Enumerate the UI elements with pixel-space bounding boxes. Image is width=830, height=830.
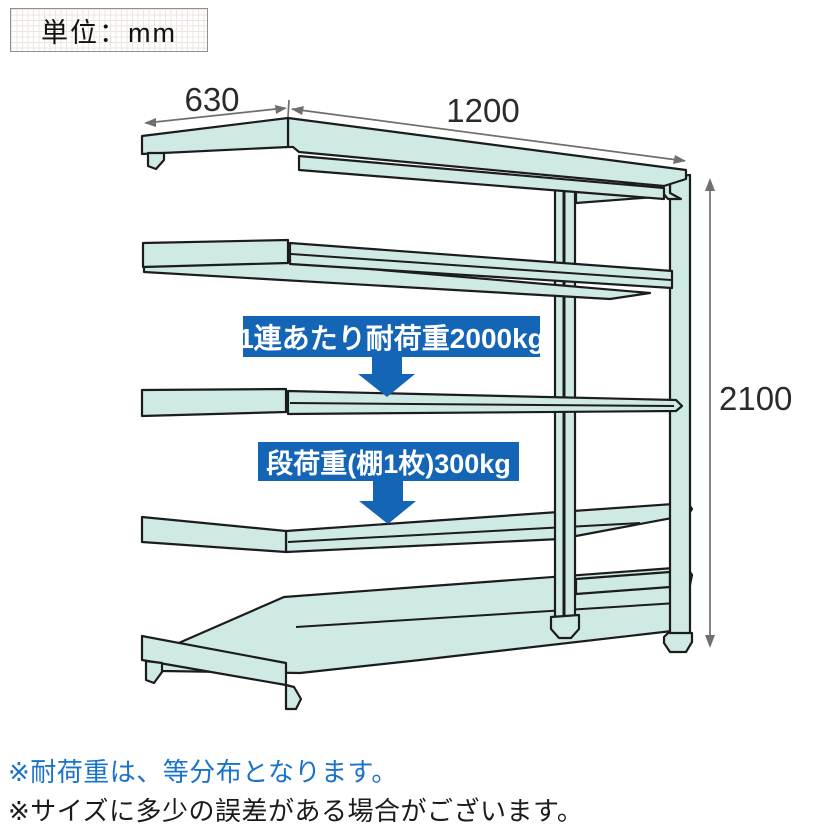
shelf-5-beam [140, 634, 303, 711]
shelf-5-hook-left [144, 659, 164, 685]
dimension-depth: 630 [144, 81, 290, 127]
bay-load-arrow-icon [358, 356, 415, 397]
front-post-foot [549, 613, 581, 640]
width-value: 1200 [446, 92, 519, 129]
dimension-width: 1200 [291, 92, 686, 164]
shelf-1-hook [146, 151, 166, 171]
depth-value: 630 [184, 81, 239, 118]
shelf-3 [140, 387, 684, 418]
footnote-size-tolerance: ※サイズに多少の誤差がある場合がございます。 [8, 796, 584, 826]
shelf-3-band [286, 389, 684, 416]
shelf-2-band [288, 241, 674, 290]
footnote-load-distribution: ※耐荷重は、等分布となります。 [8, 757, 398, 787]
shelf-load-text: 段荷重(棚1枚)300kg [266, 449, 511, 479]
shelf-load-badge: 段荷重(棚1枚)300kg [258, 442, 519, 481]
shelf-1-left-beam [140, 116, 290, 156]
shelf-5-hook-right [284, 683, 303, 711]
shelf-2-left-beam [141, 238, 290, 269]
shelf-1-front-beam [297, 154, 666, 201]
rear-post-foot [662, 631, 694, 654]
shelf-4-deck [284, 501, 694, 554]
shelf-1 [140, 116, 688, 201]
bay-load-text: 1連あたり耐荷重2000kg [238, 322, 545, 354]
shelf-2 [141, 238, 674, 301]
dimension-height: 2100 [705, 178, 792, 648]
bay-load-badge: 1連あたり耐荷重2000kg [238, 316, 545, 357]
unit-label: 単位：mm [41, 17, 177, 48]
shelf-4-left-beam [140, 515, 288, 554]
shelf-3-left-beam [140, 387, 288, 418]
height-value: 2100 [719, 380, 792, 417]
unit-box: 単位：mm [10, 8, 208, 52]
shelf-load-arrow-icon [359, 480, 416, 524]
